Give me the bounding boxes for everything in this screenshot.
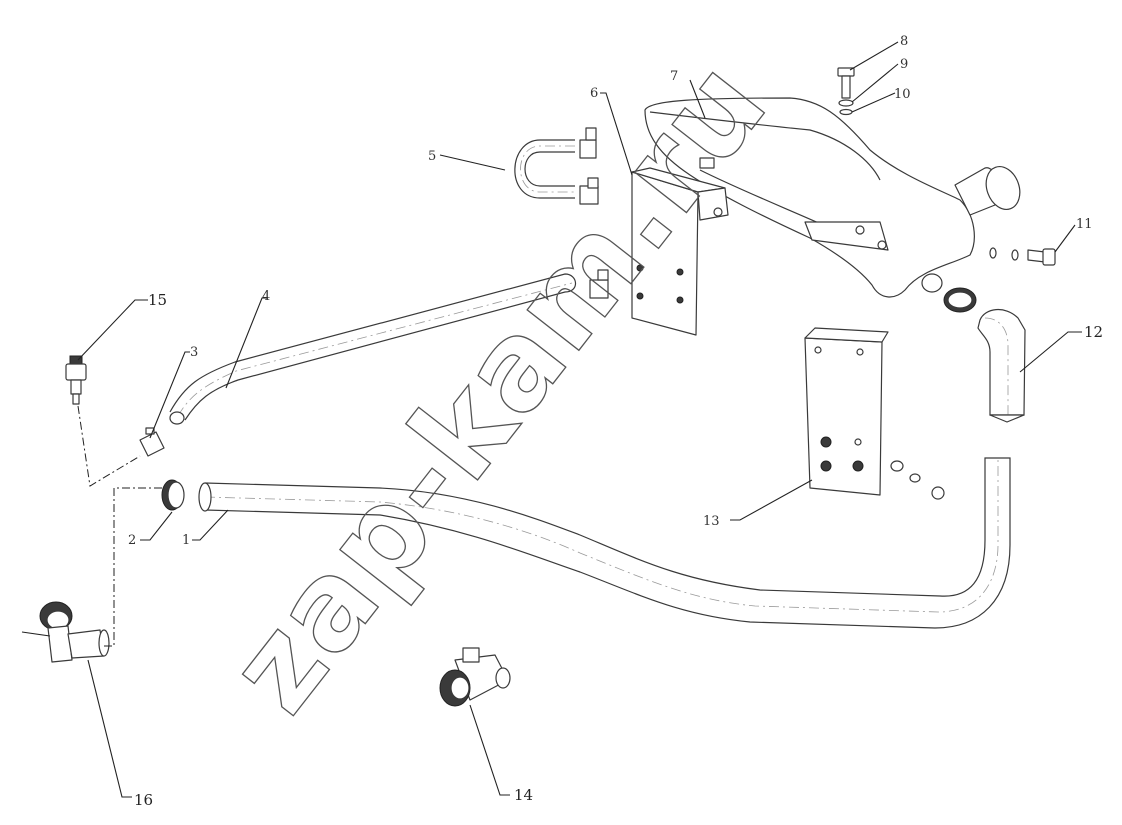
leader-14 — [469, 704, 510, 796]
callout-16: 16 — [134, 791, 153, 809]
fitting-lower — [579, 177, 599, 205]
leader-10 — [851, 92, 896, 113]
leader-15 — [77, 299, 148, 361]
leader-7 — [689, 79, 706, 119]
elbow-hose-12 — [977, 309, 1026, 423]
callout-15: 15 — [148, 291, 167, 309]
callout-10: 10 — [894, 87, 911, 102]
callout-5: 5 — [428, 149, 436, 164]
callout-13: 13 — [703, 514, 720, 529]
leader-11 — [1054, 224, 1076, 253]
callout-6: 6 — [590, 86, 598, 101]
leader-12 — [1019, 331, 1082, 373]
nipple-15 — [65, 355, 87, 405]
callout-4: 4 — [262, 289, 270, 304]
watermark: zap-kam.ru — [203, 36, 794, 738]
leader-16 — [87, 659, 132, 798]
leader-4 — [225, 297, 268, 389]
callout-2: 2 — [128, 533, 136, 548]
fitting-upper — [579, 127, 597, 159]
elbow-fitting-3 — [139, 427, 165, 457]
callout-3: 3 — [190, 345, 198, 360]
leader-9 — [851, 63, 899, 103]
bracket-13 — [804, 327, 945, 500]
leader-13 — [730, 479, 813, 521]
callout-12: 12 — [1084, 323, 1103, 341]
mounting-bracket — [631, 157, 729, 336]
leader-8 — [849, 41, 899, 71]
assembly-line-2-16 — [104, 487, 162, 647]
clamp-2 — [161, 479, 185, 511]
leader-5 — [439, 154, 506, 171]
hose-clamp-12 — [943, 287, 977, 313]
washer-9 — [838, 99, 854, 107]
hose-4 — [169, 273, 577, 425]
callout-7: 7 — [670, 69, 678, 84]
hose-1 — [198, 457, 1011, 629]
callout-8: 8 — [900, 34, 908, 49]
callout-9: 9 — [900, 57, 908, 72]
leader-6 — [600, 92, 633, 176]
leader-2 — [140, 511, 173, 541]
fitting-4 — [589, 269, 609, 299]
elbow-valve-16 — [21, 601, 110, 663]
u-hose — [514, 139, 575, 199]
expansion-tank — [644, 97, 1021, 298]
callout-14: 14 — [514, 786, 533, 804]
bolt-11 — [989, 247, 1056, 266]
tee-fitting-14 — [439, 647, 511, 707]
leader-1 — [192, 509, 229, 541]
leader-3 — [149, 351, 190, 439]
assembly-line-15-3 — [77, 405, 141, 487]
washer-10 — [839, 108, 853, 116]
callout-1: 1 — [182, 533, 190, 548]
callout-11: 11 — [1076, 217, 1093, 232]
bolt-8 — [837, 67, 855, 99]
